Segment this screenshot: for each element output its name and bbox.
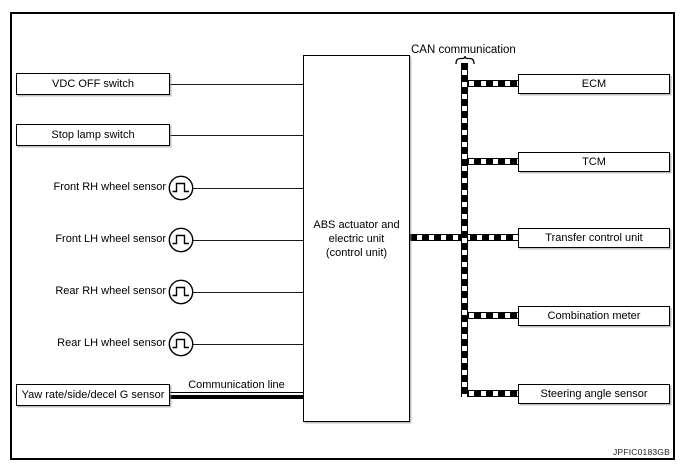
vdc-off-switch-box: VDC OFF switch — [16, 73, 170, 95]
yaw-rate-sensor-box: Yaw rate/side/decel G sensor — [16, 384, 170, 406]
can-bus-vertical — [461, 63, 468, 397]
ecm-label: ECM — [581, 77, 607, 90]
can-communication-label: CAN communication — [411, 44, 516, 56]
rear-rh-wheel-sensor-label: Rear RH wheel sensor — [55, 285, 166, 297]
front-rh-wheel-sensor-label: Front RH wheel sensor — [53, 181, 167, 193]
wheel-sensor-pulse-icon — [168, 175, 194, 201]
communication-line-thick — [170, 395, 303, 399]
stop-lamp-switch-label: Stop lamp switch — [51, 128, 135, 141]
wheel-sensor-pulse-icon — [168, 227, 194, 253]
tcm-label: TCM — [582, 155, 606, 168]
communication-line-thin — [170, 392, 303, 394]
wire-stop-lamp-switch — [170, 135, 303, 137]
yaw-rate-sensor-label: Yaw rate/side/decel G sensor — [21, 388, 165, 401]
abs-actuator-unit-box: ABS actuator and electric unit (control … — [303, 55, 410, 422]
wire-front-rh-sensor — [193, 188, 303, 190]
transfer-control-unit-label: Transfer control unit — [545, 231, 643, 244]
wire-vdc-off-switch — [170, 84, 303, 86]
wire-front-lh-sensor — [193, 240, 303, 242]
figure-code: JPFIC0183GB — [612, 447, 670, 457]
rear-lh-wheel-sensor-label: Rear LH wheel sensor — [57, 337, 166, 349]
can-branch-steering-sensor — [462, 390, 518, 397]
front-lh-wheel-sensor-label: Front LH wheel sensor — [55, 233, 166, 245]
steering-angle-sensor-box: Steering angle sensor — [518, 384, 670, 404]
communication-line-label: Communication line — [188, 379, 285, 391]
can-branch-tcm — [462, 158, 518, 165]
over-brace-icon — [455, 56, 475, 64]
ecm-box: ECM — [518, 74, 670, 94]
wire-rear-rh-sensor — [193, 292, 303, 294]
tcm-box: TCM — [518, 152, 670, 172]
transfer-control-unit-box: Transfer control unit — [518, 228, 670, 248]
steering-angle-sensor-label: Steering angle sensor — [540, 387, 648, 400]
wheel-sensor-pulse-icon — [168, 331, 194, 357]
wire-rear-lh-sensor — [193, 344, 303, 346]
can-branch-ecm — [462, 80, 518, 87]
abs-actuator-unit-label: ABS actuator and electric unit (control … — [313, 218, 400, 259]
vdc-off-switch-label: VDC OFF switch — [52, 77, 134, 90]
combination-meter-box: Combination meter — [518, 306, 670, 326]
can-branch-combination-meter — [462, 312, 518, 319]
combination-meter-label: Combination meter — [547, 309, 641, 322]
wheel-sensor-pulse-icon — [168, 279, 194, 305]
stop-lamp-switch-box: Stop lamp switch — [16, 124, 170, 146]
